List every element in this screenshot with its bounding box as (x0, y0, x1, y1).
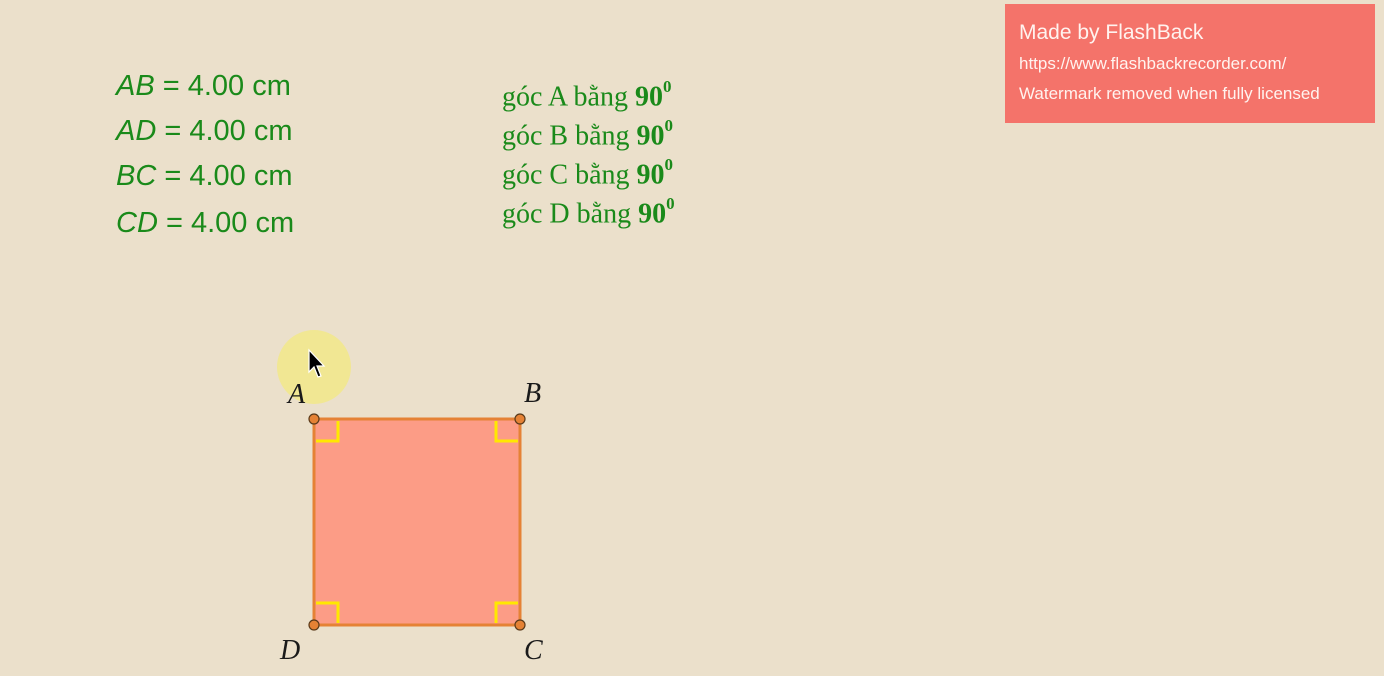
watermark-title: Made by FlashBack (1019, 21, 1204, 44)
angle-text: góc D bằng (502, 198, 639, 230)
angle-text: góc C bằng (502, 159, 637, 191)
label-b: B (524, 378, 541, 409)
segment-name: AB (116, 70, 155, 102)
label-c: C (524, 635, 543, 666)
watermark-banner: Made by FlashBack https://www.flashbackr… (1005, 4, 1375, 123)
right-angle-marker-b (494, 421, 518, 443)
measurement-ad: AD = 4.00 cm (116, 115, 293, 148)
angle-d: góc D bằng 900 (502, 194, 675, 230)
segment-length: = 4.00 cm (165, 207, 295, 239)
segment-length: = 4.00 cm (164, 160, 293, 192)
watermark-note: Watermark removed when fully licensed (1019, 84, 1320, 103)
watermark-url: https://www.flashbackrecorder.com/ (1019, 54, 1287, 73)
measurement-bc: BC = 4.00 cm (116, 160, 293, 193)
angle-degree: 0 (664, 155, 674, 174)
right-angle-marker-a (316, 421, 340, 443)
right-angle-marker-d (316, 601, 340, 623)
measurement-cd: CD = 4.00 cm (116, 207, 294, 240)
angle-value: 90 (636, 159, 665, 191)
point-b[interactable] (514, 413, 526, 425)
angle-value: 90 (636, 120, 665, 152)
square-fill[interactable] (314, 419, 520, 625)
mouse-pointer-icon (308, 348, 326, 378)
segment-length: = 4.00 cm (164, 115, 293, 147)
label-a: A (286, 379, 306, 410)
angle-degree: 0 (663, 77, 672, 96)
segment-length: = 4.00 cm (162, 70, 291, 102)
angle-text: góc A bằng (502, 81, 635, 113)
angle-a: góc A bằng 900 (502, 77, 672, 113)
measurement-ab: AB = 4.00 cm (116, 70, 291, 103)
segment-name: BC (116, 160, 157, 192)
angle-degree: 0 (666, 194, 675, 213)
point-c[interactable] (514, 619, 526, 631)
angle-degree: 0 (664, 116, 674, 135)
segment-name: AD (116, 115, 157, 147)
point-a[interactable] (308, 413, 320, 425)
angle-value: 90 (638, 198, 667, 230)
label-d: D (279, 635, 300, 666)
angle-value: 90 (635, 81, 663, 113)
angle-c: góc C bằng 900 (502, 155, 674, 191)
angle-text: góc B bằng (502, 120, 637, 152)
angle-b: góc B bằng 900 (502, 116, 674, 152)
segment-name: CD (116, 207, 158, 239)
point-d[interactable] (308, 619, 320, 631)
right-angle-marker-c (494, 601, 518, 623)
